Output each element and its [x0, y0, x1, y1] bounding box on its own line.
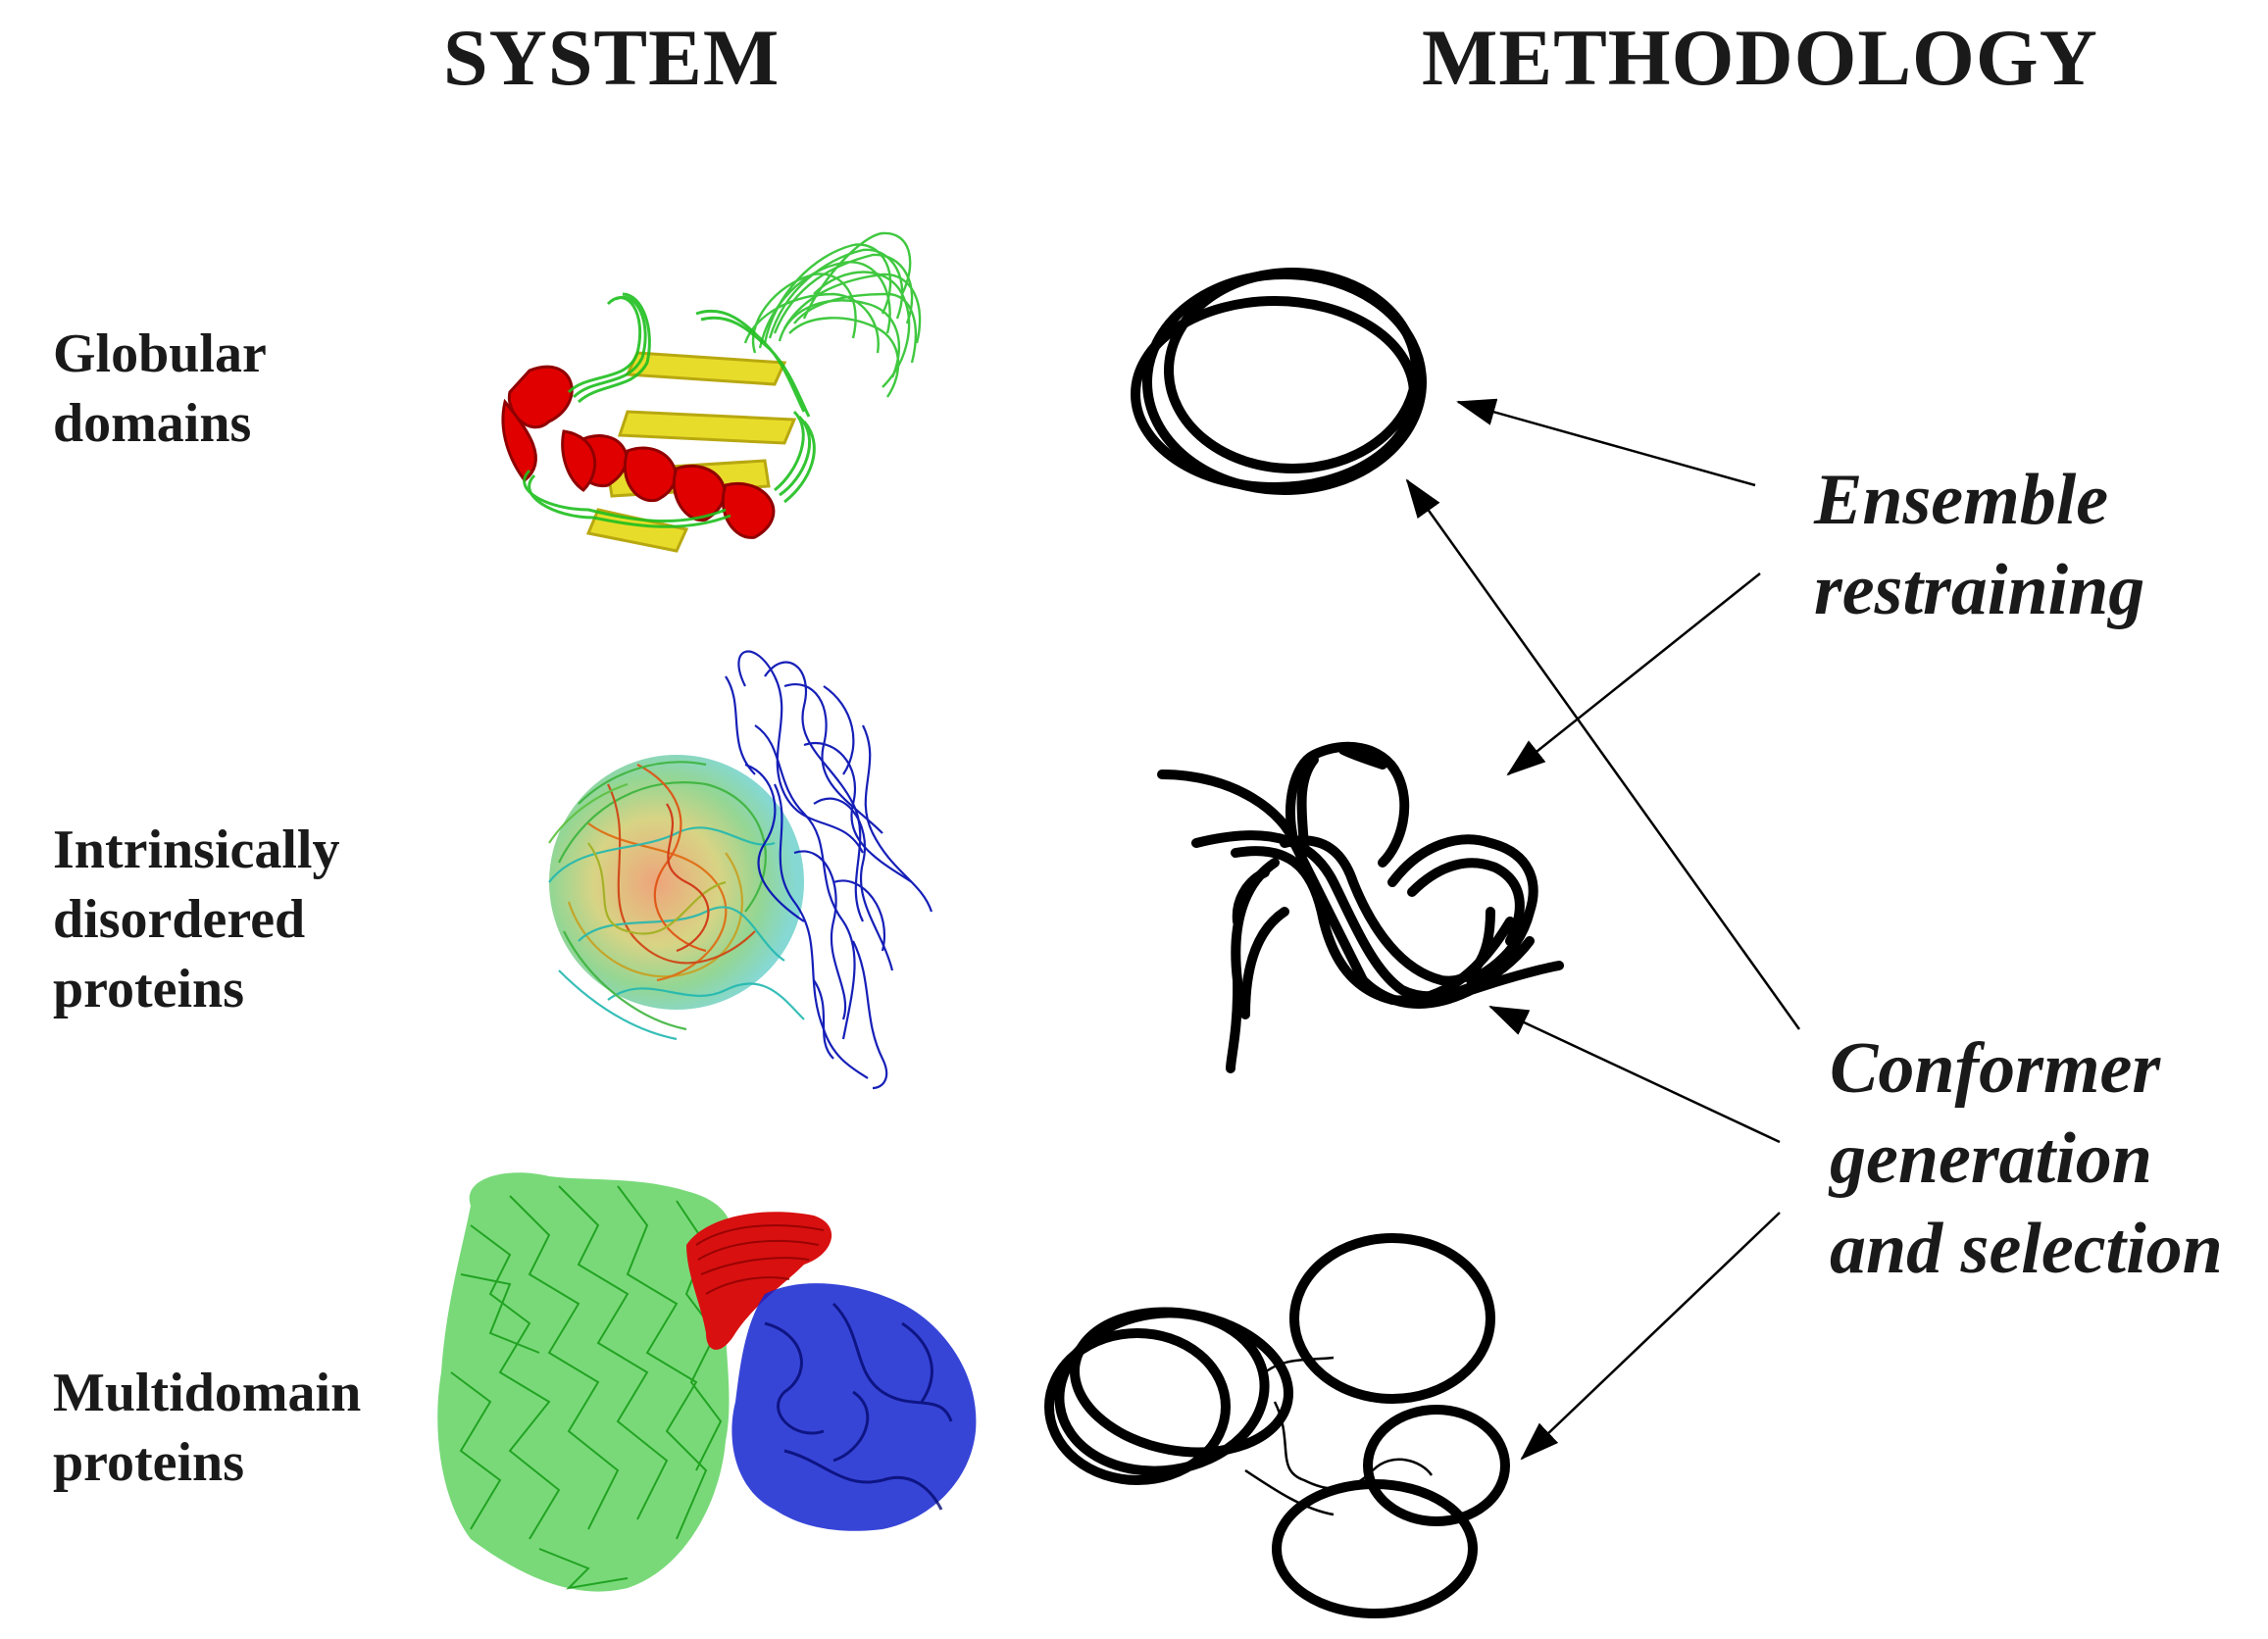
- multidomain-protein-ensemble: [437, 1172, 977, 1592]
- arrow-conformer-to-folded: [1405, 478, 1801, 1030]
- blue-domain: [731, 1283, 977, 1531]
- red-linker-strands: [695, 1224, 825, 1295]
- ensemble-core-strands: [548, 761, 805, 1041]
- arrow-conformer-to-multidomain: [1520, 1212, 1781, 1461]
- label-line: proteins: [53, 1432, 244, 1493]
- multidomain-ensemble-glyph: [1044, 1233, 1510, 1618]
- label-multidomain-proteins: Multidomain proteins: [53, 1359, 361, 1498]
- arrow-conformer-to-disordered: [1488, 1005, 1781, 1144]
- label-line: Ensemble: [1814, 460, 2109, 540]
- glyph-linkers: [1244, 1356, 1434, 1516]
- label-intrinsically-disordered-proteins: Intrinsically disordered proteins: [53, 816, 339, 1024]
- methodology-column-heading: METHODOLOGY: [1422, 13, 2098, 102]
- globular-domain-structure: [501, 231, 922, 553]
- label-line: proteins: [53, 959, 244, 1019]
- label-line: disordered: [53, 889, 306, 950]
- blue-domain-strands: [764, 1302, 953, 1511]
- ensemble-tail-strands: [725, 650, 933, 1090]
- disordered-protein-ensemble: [548, 650, 933, 1090]
- label-line: restraining: [1814, 550, 2145, 630]
- green-domain: [437, 1172, 733, 1592]
- arrow-ensemble-to-folded: [1456, 398, 1756, 487]
- label-line: domains: [53, 393, 252, 454]
- label-line: Globular: [53, 323, 267, 384]
- glyph-ring-right: [1363, 1405, 1510, 1526]
- green-domain-strands: [450, 1185, 723, 1590]
- label-conformer-generation-and-selection: Conformer generation and selection: [1830, 1023, 2223, 1294]
- red-linker-domain: [686, 1212, 832, 1350]
- ensemble-core: [549, 755, 804, 1010]
- label-line: and selection: [1830, 1209, 2223, 1289]
- glyph-ring-bottom: [1272, 1479, 1478, 1618]
- label-line: Intrinsically: [53, 820, 340, 880]
- glyph-ring-large: [1044, 1307, 1294, 1485]
- disordered-ensemble-glyph: [1157, 741, 1564, 1073]
- system-column-heading: SYSTEM: [443, 13, 781, 102]
- glyph-ring-top: [1289, 1233, 1495, 1404]
- helix: [501, 365, 776, 539]
- label-line: Multidomain: [53, 1363, 362, 1423]
- label-line: Conformer: [1830, 1028, 2161, 1109]
- folded-ensemble-glyph: [1131, 268, 1427, 495]
- arrows: [1405, 398, 1801, 1461]
- label-line: generation: [1830, 1118, 2152, 1199]
- label-ensemble-restraining: Ensemble restraining: [1814, 455, 2144, 635]
- arrow-ensemble-to-disordered: [1506, 572, 1761, 776]
- label-globular-domains: Globular domains: [53, 320, 267, 459]
- flexible-tail-bundle: [743, 231, 922, 398]
